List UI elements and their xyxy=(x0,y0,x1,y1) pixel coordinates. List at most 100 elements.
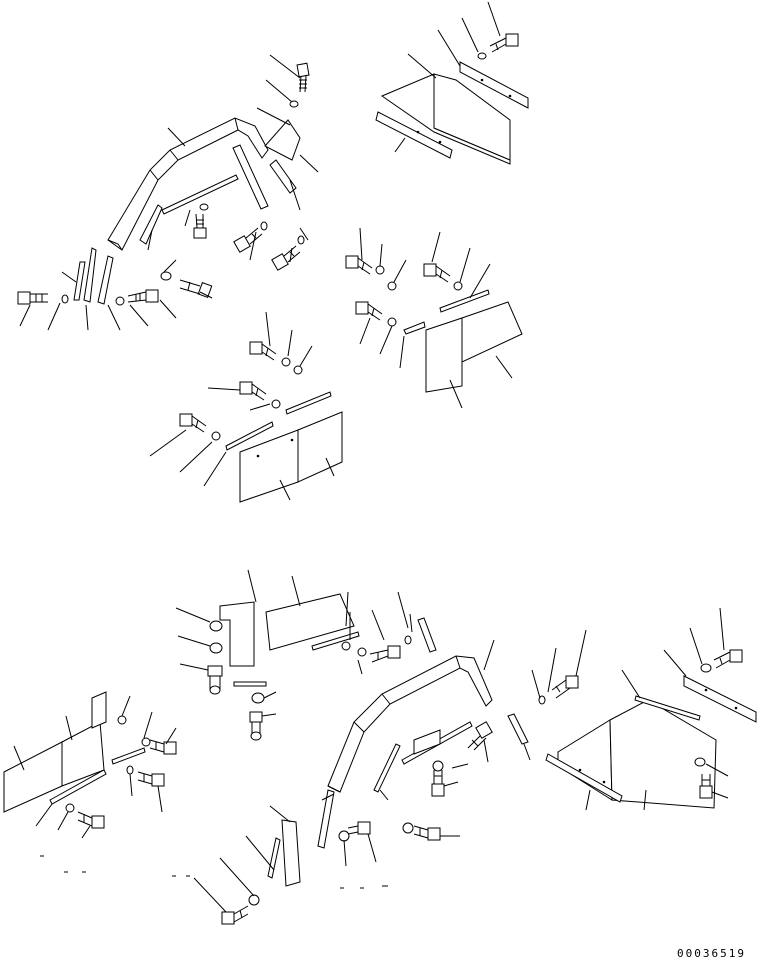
washer xyxy=(212,432,220,440)
strap-bar xyxy=(374,744,400,792)
bolt xyxy=(128,290,158,302)
bottom-right-mud-flap-assembly xyxy=(532,608,756,810)
bolt xyxy=(180,280,212,297)
washer xyxy=(62,295,68,303)
mud-flap xyxy=(298,412,342,482)
washer xyxy=(200,204,208,210)
strap-bar xyxy=(140,205,162,244)
washer xyxy=(701,664,711,672)
mud-flap xyxy=(266,594,354,650)
mud-flap xyxy=(434,74,510,160)
washer xyxy=(388,282,396,290)
bolt xyxy=(150,740,176,754)
bolt xyxy=(222,906,248,924)
washer xyxy=(118,716,126,724)
bolt xyxy=(250,342,276,360)
drawing-code-text: 00036519 xyxy=(677,947,746,960)
mounting-bar xyxy=(112,748,145,764)
washer xyxy=(405,636,411,644)
mounting-plate xyxy=(684,676,756,722)
washer xyxy=(478,53,486,59)
spacer-plate xyxy=(84,248,96,302)
mud-flap xyxy=(426,318,462,392)
bolt xyxy=(468,722,492,750)
mounting-bar xyxy=(312,632,359,650)
washer xyxy=(252,693,264,703)
mud-flap xyxy=(610,700,716,808)
washer xyxy=(261,222,267,230)
mounting-bar xyxy=(635,696,700,720)
bracket-plate xyxy=(220,602,254,666)
strap-bar xyxy=(282,820,300,886)
washer xyxy=(249,895,259,905)
washer xyxy=(388,318,396,326)
bolt xyxy=(346,256,372,274)
washer xyxy=(298,236,304,244)
mounting-plate xyxy=(92,692,106,728)
bolt xyxy=(208,666,222,694)
washer xyxy=(127,766,133,774)
strap-bar xyxy=(162,175,238,214)
strap-bar xyxy=(270,160,296,193)
bolt xyxy=(234,228,262,252)
bolt xyxy=(414,826,440,840)
mounting-bar xyxy=(286,392,331,414)
bolt xyxy=(714,650,742,668)
bolt xyxy=(138,772,164,786)
center-left-mud-flap-assembly xyxy=(150,312,342,502)
spacer-rod xyxy=(234,682,266,686)
mounting-bar xyxy=(226,422,273,450)
washer xyxy=(403,823,413,833)
washer xyxy=(294,366,302,374)
washer xyxy=(342,642,350,650)
washer xyxy=(433,761,443,771)
bolt xyxy=(78,812,104,828)
mounting-plate xyxy=(440,290,489,312)
washer xyxy=(358,648,366,656)
mounting-bar xyxy=(50,770,106,804)
fender-guard-frame xyxy=(108,118,268,250)
bolt xyxy=(240,382,266,400)
washer xyxy=(116,297,124,305)
leader-line xyxy=(194,640,530,912)
spacer-plate xyxy=(74,262,85,300)
spacer-rod xyxy=(418,618,436,652)
mud-flap xyxy=(240,430,298,502)
top-right-mud-flap-assembly xyxy=(376,2,528,164)
leader-line xyxy=(395,2,500,152)
bracket-plate xyxy=(414,730,440,754)
strap-bar xyxy=(268,838,280,878)
washer xyxy=(282,358,290,366)
bottom-center-bracket-assembly xyxy=(176,570,436,740)
bolt xyxy=(297,63,309,92)
bolt xyxy=(432,770,444,796)
washer xyxy=(66,804,74,812)
bolt xyxy=(490,34,518,52)
washer xyxy=(339,831,349,841)
washer xyxy=(454,282,462,290)
spacer-rod xyxy=(508,714,528,744)
spacer-plate xyxy=(98,256,113,304)
bolt xyxy=(18,292,48,304)
bolt xyxy=(356,302,382,320)
bolt xyxy=(424,264,450,282)
bolt xyxy=(250,712,262,740)
leader-line xyxy=(176,570,412,716)
bolt xyxy=(194,214,206,238)
washer xyxy=(695,758,705,766)
washer xyxy=(290,101,298,107)
washer xyxy=(161,272,171,280)
bolt xyxy=(272,246,300,270)
strap-bar xyxy=(318,790,334,848)
corner-bracket xyxy=(265,120,300,160)
bolt xyxy=(552,676,578,698)
washer xyxy=(539,696,545,704)
leader-line xyxy=(14,696,176,838)
mounting-bar xyxy=(376,112,452,158)
leader-line xyxy=(20,55,318,330)
leader-line xyxy=(150,312,334,500)
washer xyxy=(210,643,222,653)
mud-flap xyxy=(462,302,522,362)
bolt xyxy=(370,646,400,662)
